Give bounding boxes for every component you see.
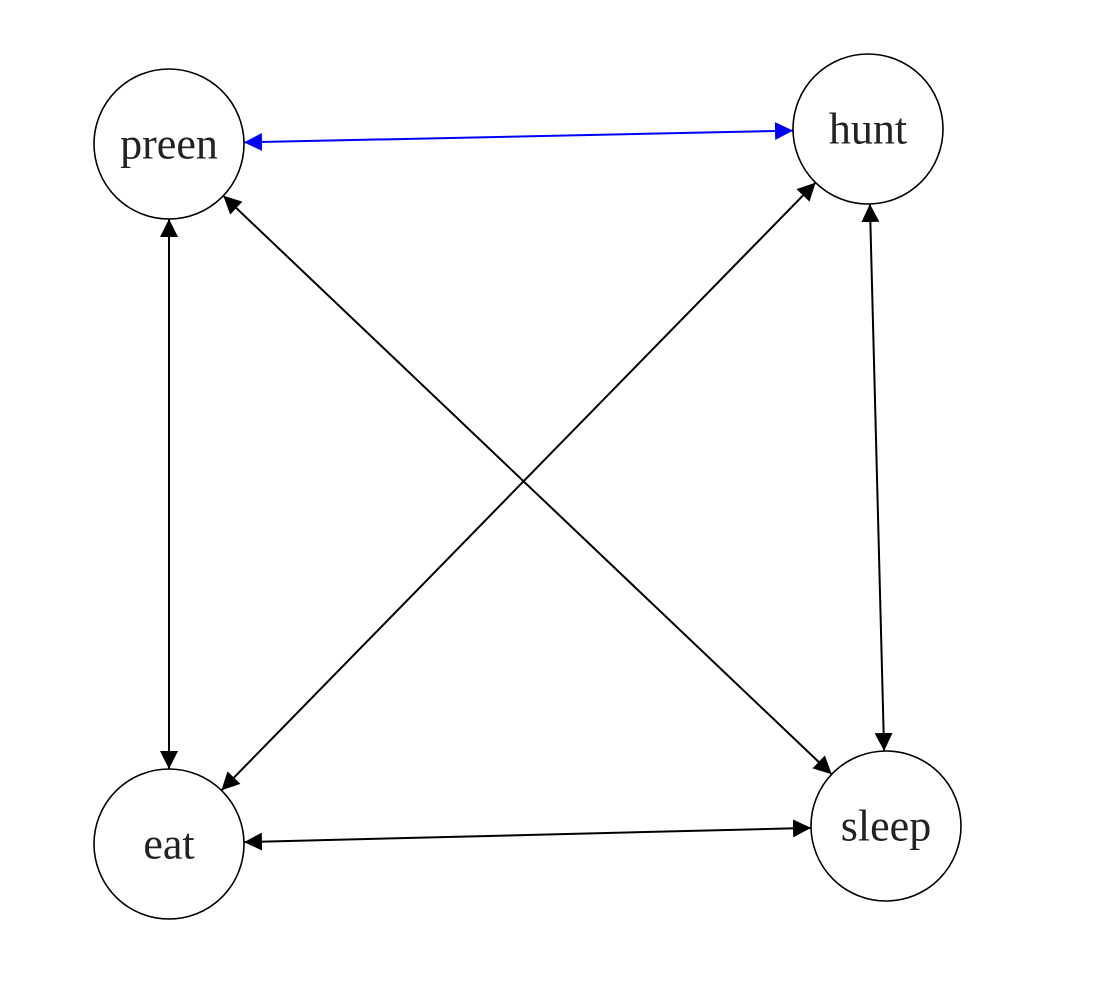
edges-layer <box>160 121 893 851</box>
edge-hunt-sleep <box>861 203 893 752</box>
node-circle-eat <box>93 768 245 920</box>
node-circle-hunt <box>792 53 944 205</box>
edge-preen-sleep <box>222 194 833 776</box>
node-hunt: hunt <box>792 53 944 205</box>
node-label-sleep: sleep <box>841 802 931 851</box>
node-circle-preen <box>93 68 245 220</box>
edge-eat-sleep <box>243 819 812 851</box>
node-eat: eat <box>93 768 245 920</box>
node-label-eat: eat <box>143 820 194 869</box>
node-sleep: sleep <box>810 750 962 902</box>
edge-preen-hunt <box>243 121 794 152</box>
node-label-hunt: hunt <box>829 105 907 154</box>
node-preen: preen <box>93 68 245 220</box>
node-circle-sleep <box>810 750 962 902</box>
nodes-layer: preen hunt eat sleep <box>93 53 962 920</box>
node-label-preen: preen <box>120 120 218 169</box>
edge-hunt-eat <box>220 181 817 792</box>
